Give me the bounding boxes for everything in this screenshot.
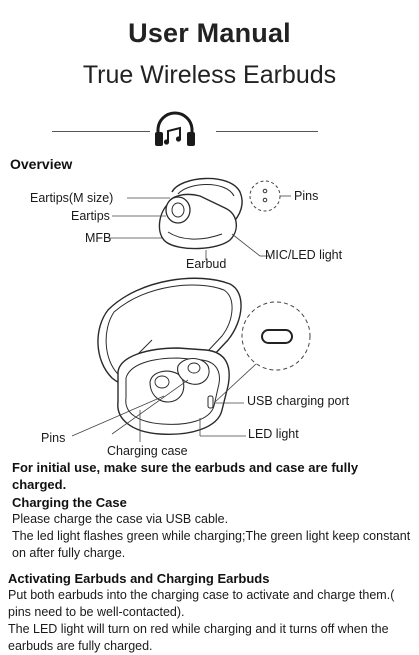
activating-paragraph-2: The LED light will turn on red while cha… xyxy=(8,622,389,653)
label-charging-case: Charging case xyxy=(107,444,188,458)
earbud-illustration xyxy=(108,177,291,260)
initial-use-note: For initial use, make sure the earbuds a… xyxy=(12,460,359,492)
label-eartips: Eartips xyxy=(71,209,110,223)
charging-paragraph-2: The led light flashes green while chargi… xyxy=(12,529,411,560)
activating-paragraph-1: Put both earbuds into the charging case … xyxy=(8,588,395,619)
divider-right xyxy=(216,131,318,132)
label-mfb: MFB xyxy=(85,231,112,245)
label-eartips-m: Eartips(M size) xyxy=(30,191,114,205)
label-pins: Pins xyxy=(294,189,319,203)
divider-left xyxy=(52,131,150,132)
headphones-music-icon xyxy=(155,111,195,146)
label-earbud: Earbud xyxy=(186,257,227,271)
charging-paragraph-1: Please charge the case via USB cable. xyxy=(12,512,229,526)
label-usb-port: USB charging port xyxy=(247,394,350,408)
overview-heading: Overview xyxy=(10,156,73,172)
charging-case-illustration xyxy=(71,277,311,442)
page-subtitle: True Wireless Earbuds xyxy=(82,61,337,89)
label-mic-led: MIC/LED light xyxy=(265,248,343,262)
page-title: User Manual xyxy=(128,18,291,48)
label-case-pins: Pins xyxy=(41,431,66,445)
charging-heading: Charging the Case xyxy=(12,495,127,510)
label-led-light: LED light xyxy=(248,427,299,441)
activating-heading: Activating Earbuds and Charging Earbuds xyxy=(8,571,270,586)
